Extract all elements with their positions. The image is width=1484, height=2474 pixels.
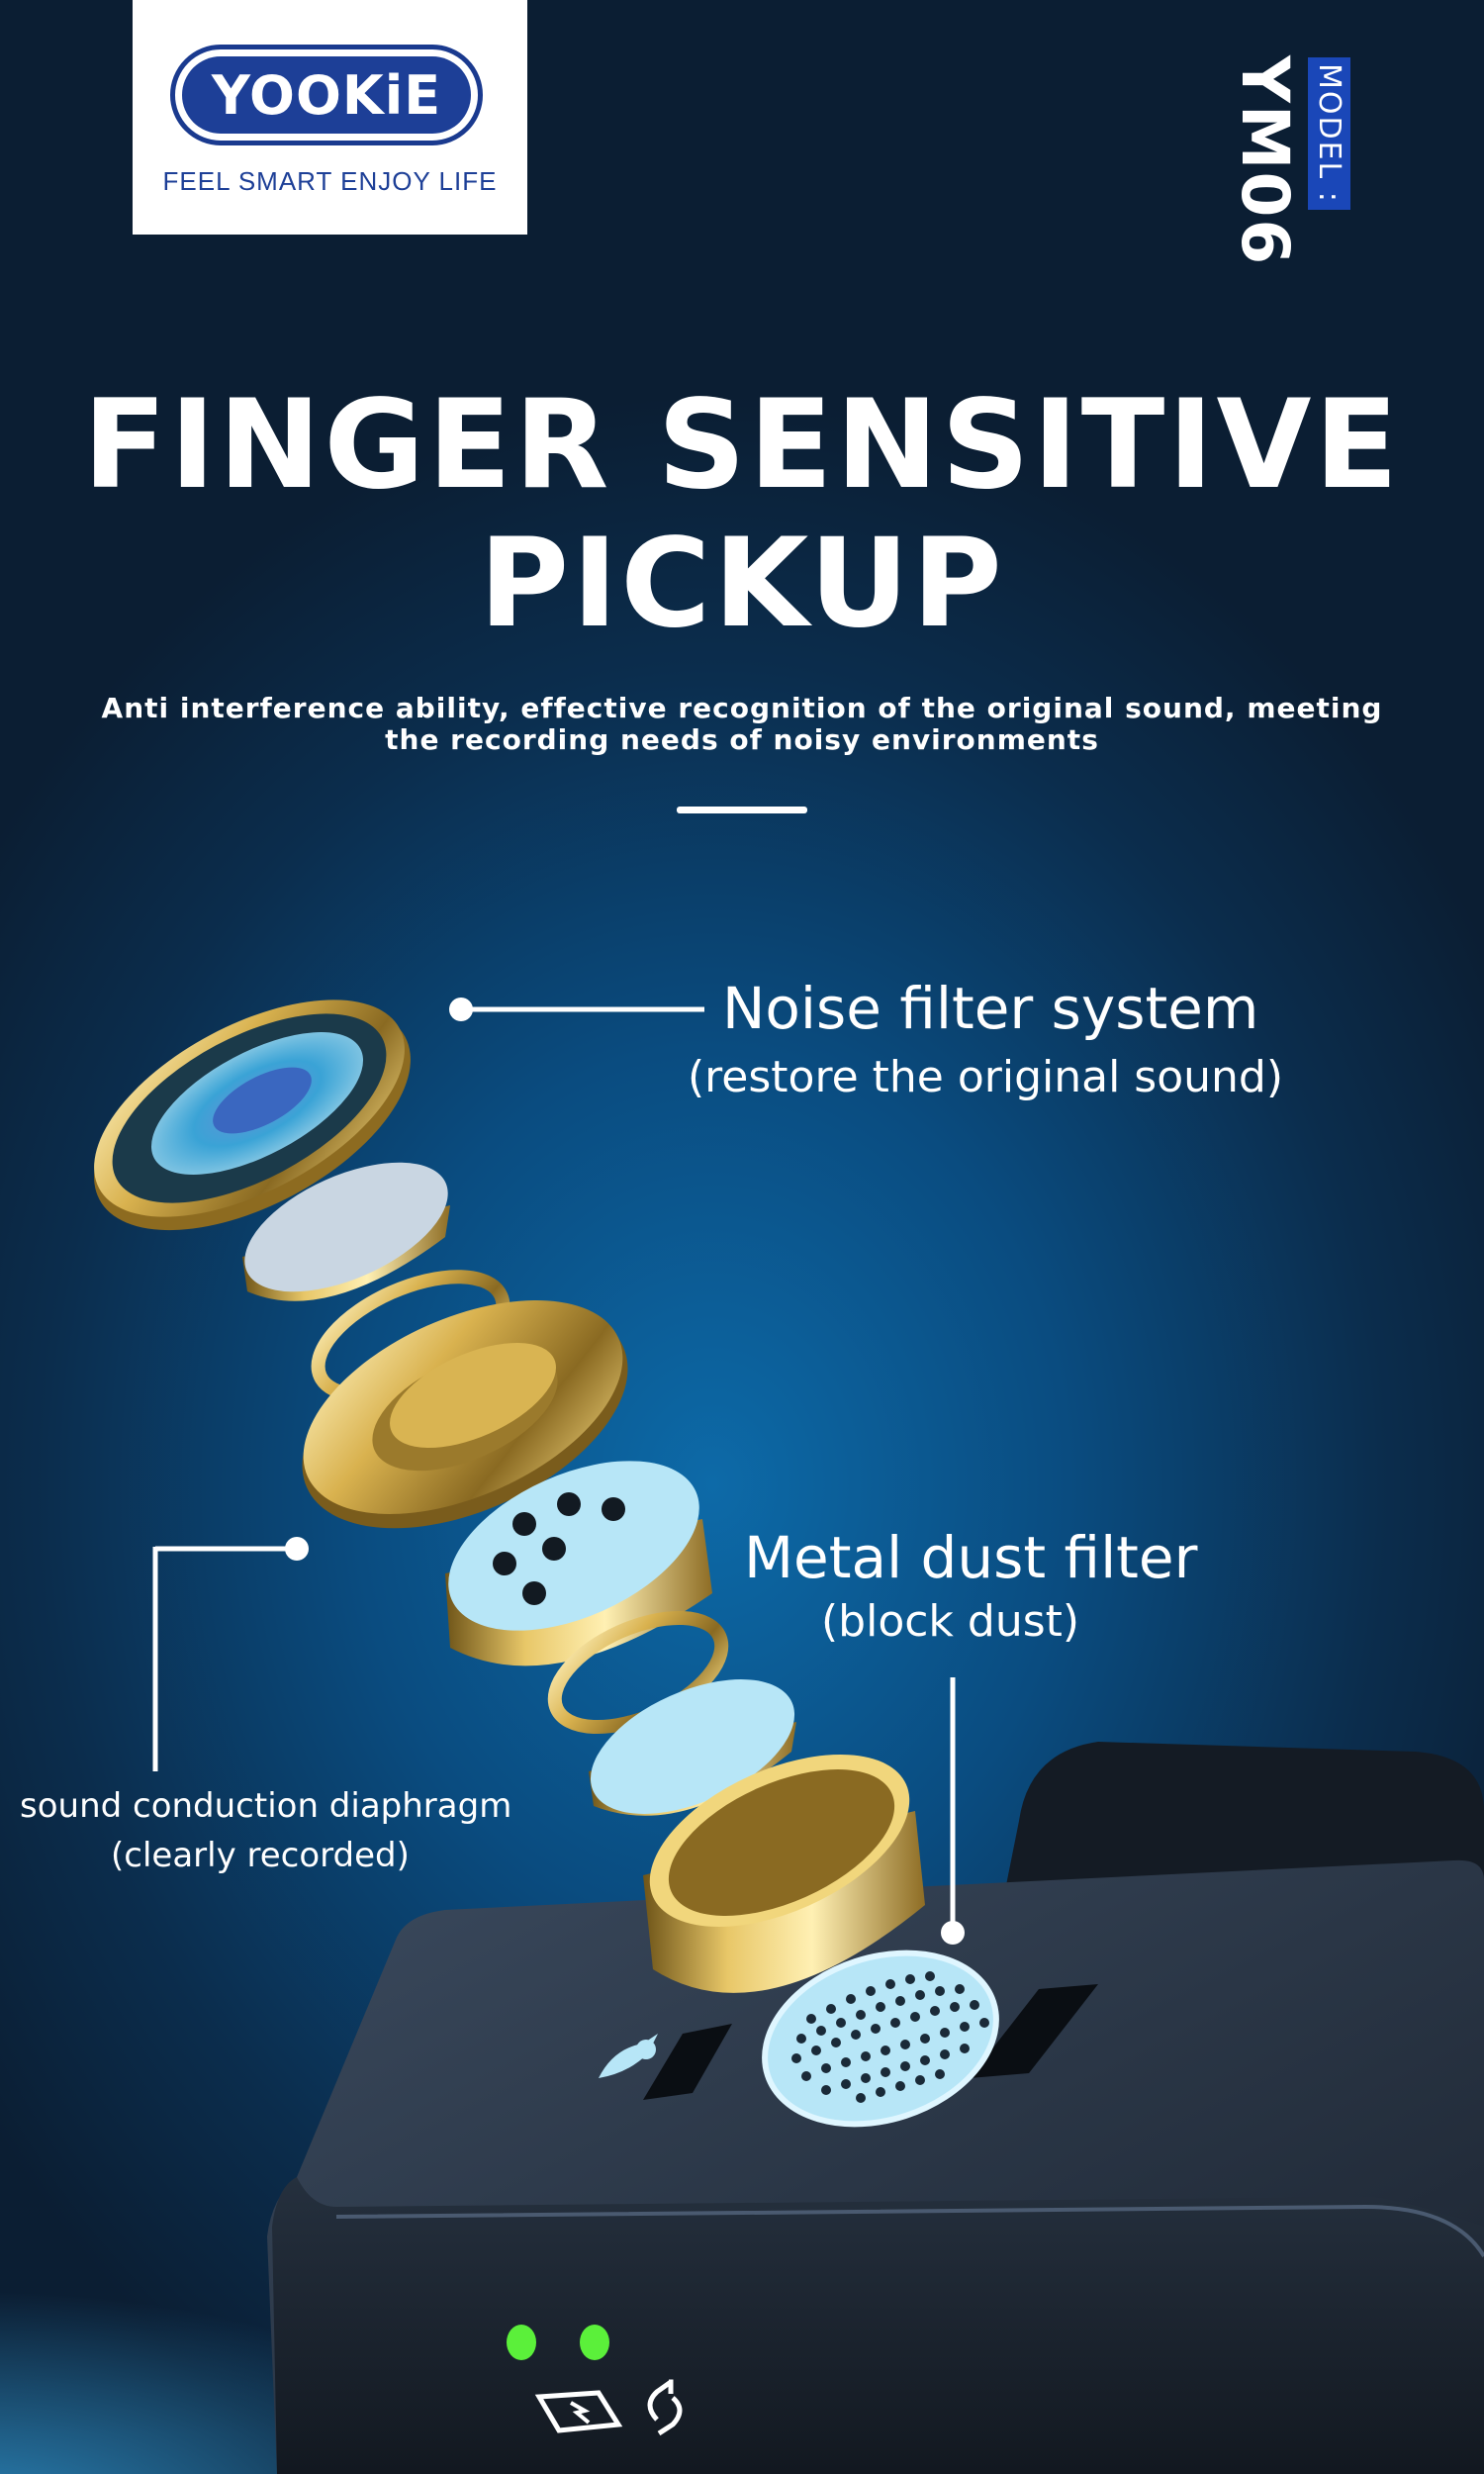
logo-badge: YOOKiE: [170, 45, 483, 145]
brand-logo: YOOKiE FEEL SMART ENJOY LIFE: [133, 0, 527, 235]
page-title: FINGER SENSITIVE PICKUP: [82, 374, 1402, 655]
hollow-tube: [643, 1755, 925, 1993]
model-tag: MODEL : YM06: [1227, 55, 1355, 266]
diaphragm-title: sound conduction diaphragm: [20, 1786, 512, 1826]
diaphragm-subtitle: (clearly recorded): [111, 1836, 410, 1875]
page-subtitle: Anti interference ability, effective rec…: [101, 692, 1383, 756]
metal-dust-title: Metal dust filter: [744, 1524, 1198, 1591]
noise-filter-disk: [94, 999, 411, 1231]
indicator-led: [507, 2325, 536, 2360]
brand-slogan: FEEL SMART ENJOY LIFE: [162, 166, 498, 196]
noise-filter-subtitle: (restore the original sound): [688, 1052, 1283, 1102]
screen-icon: [534, 2390, 623, 2433]
indicator-led: [580, 2325, 609, 2360]
silver-disk: [242, 1162, 450, 1301]
logo-wordmark: YOOKiE: [211, 63, 442, 127]
device-body: [267, 1742, 1484, 2474]
metal-dust-subtitle: (block dust): [821, 1596, 1080, 1647]
perforated-ring: [302, 1300, 628, 1529]
title-divider: [677, 807, 807, 813]
pairing-icon: [647, 2379, 683, 2436]
callout-lines: [152, 998, 965, 1945]
microphone-icon: [599, 2034, 658, 2078]
dust-filter-grille: [762, 1950, 999, 2128]
model-label: MODEL :: [1308, 57, 1350, 210]
model-value: YM06: [1227, 55, 1303, 267]
noise-filter-title: Noise filter system: [722, 975, 1259, 1042]
